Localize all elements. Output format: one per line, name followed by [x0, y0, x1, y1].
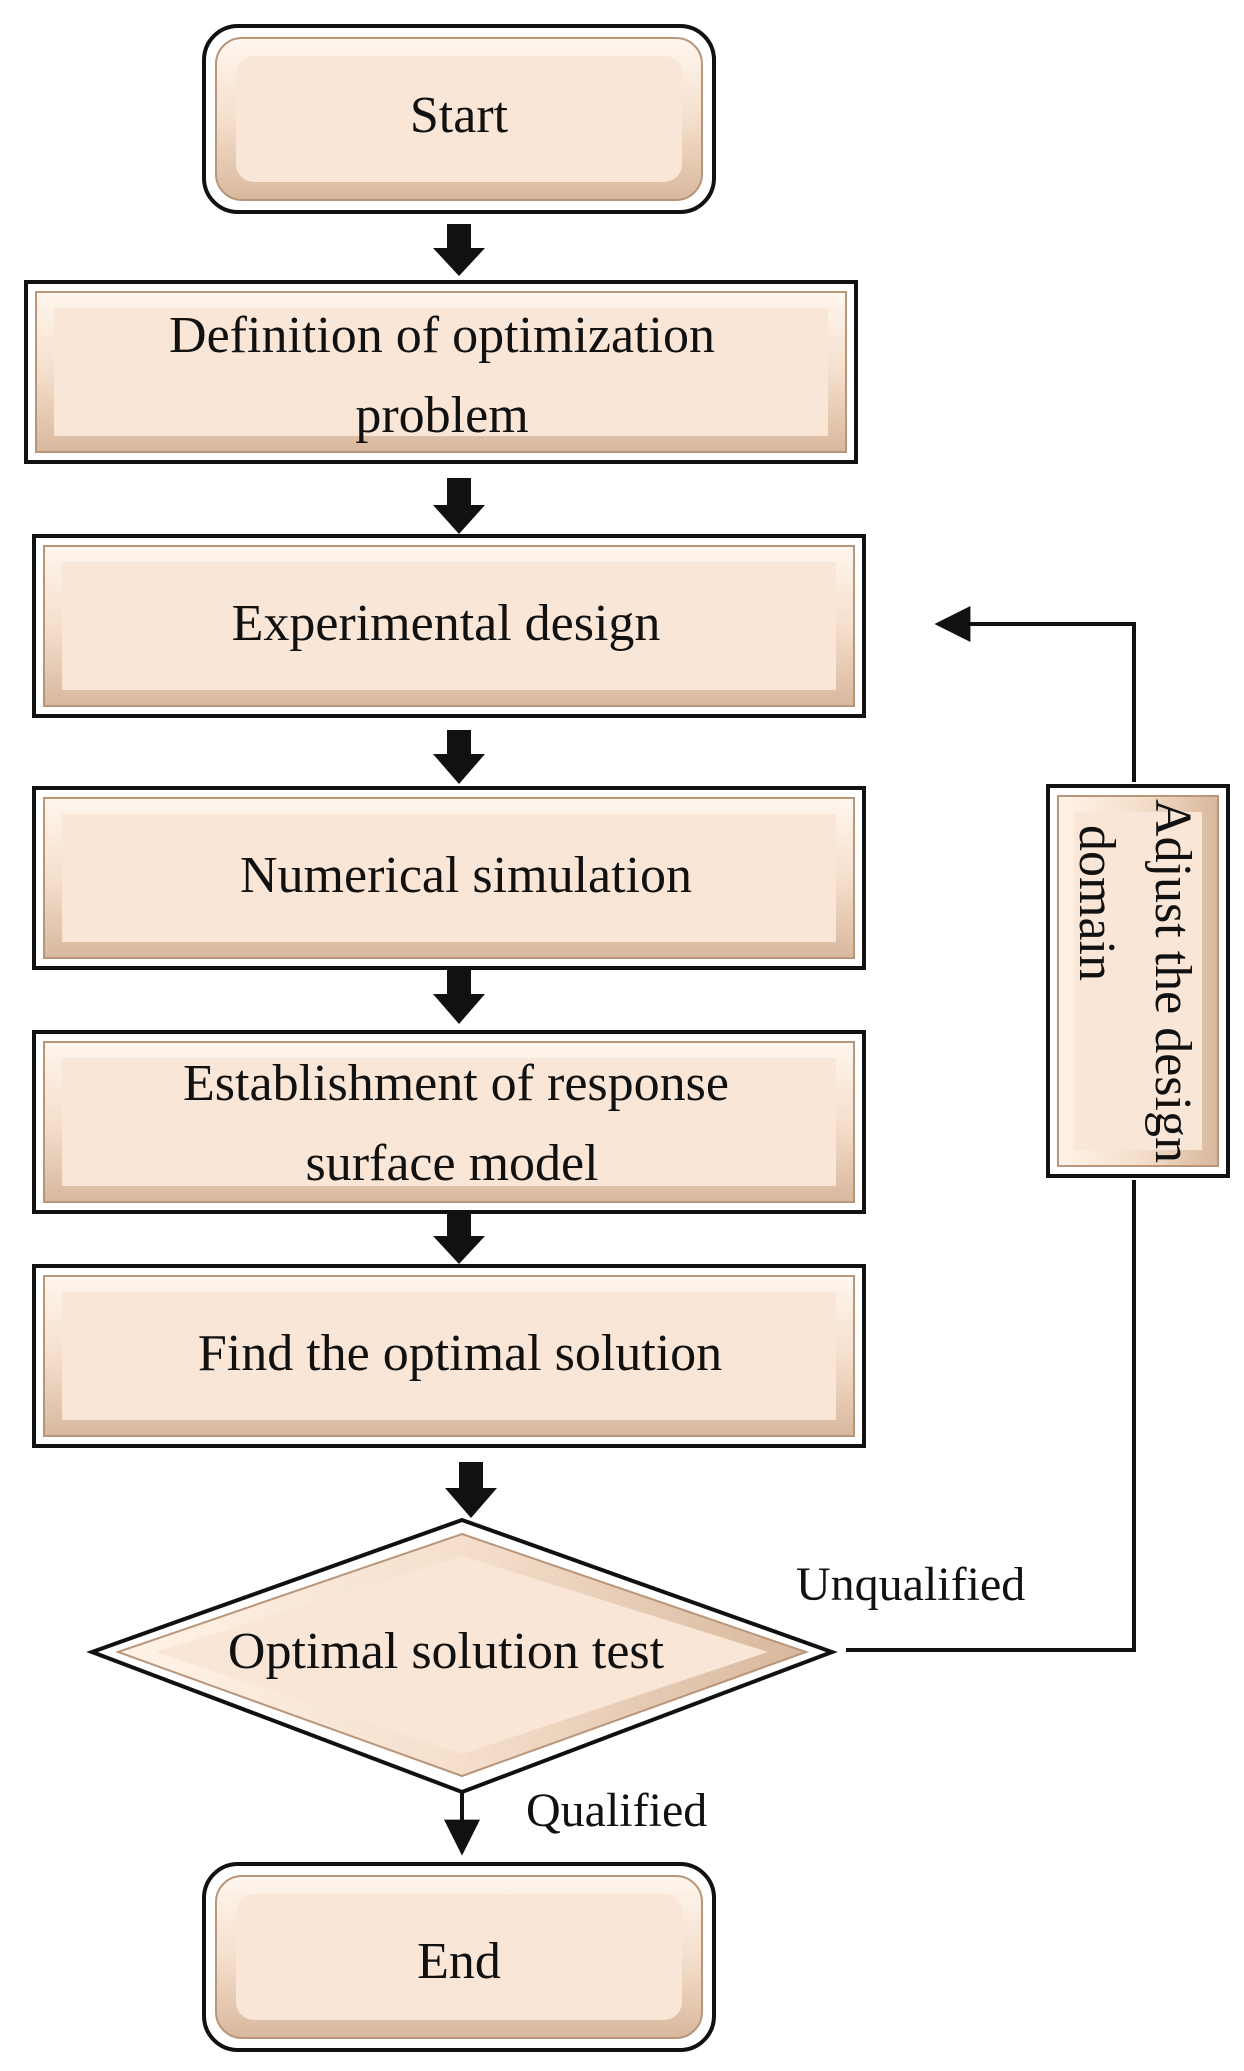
arrow-establishment-to-find: [433, 1214, 485, 1264]
establishment-node: Establishment of response surface model: [32, 1030, 866, 1214]
experimental-design-label: Experimental design: [232, 595, 661, 652]
adjust-design-domain-label-line1: Adjust the design: [1144, 799, 1201, 1163]
start-label: Start: [410, 87, 509, 144]
loop-unqualified-path: [846, 606, 1136, 1652]
definition-label-line1: Definition of optimization: [169, 307, 715, 364]
numerical-simulation-node: Numerical simulation: [32, 786, 866, 970]
arrow-numerical-to-establishment: [433, 970, 485, 1024]
optimal-solution-test-node: Optimal solution test: [86, 1517, 838, 1795]
end-label: End: [417, 1933, 501, 1990]
optimal-solution-test-label: Optimal solution test: [228, 1623, 665, 1680]
arrow-find-to-test: [445, 1462, 497, 1518]
establishment-label-line2: surface model: [305, 1135, 598, 1192]
definition-label-line2: problem: [355, 387, 528, 444]
end-node: End: [202, 1862, 716, 2052]
unqualified-label: Unqualified: [796, 1558, 1025, 1611]
start-node: Start: [202, 24, 716, 214]
definition-node: Definition of optimization problem: [24, 280, 858, 464]
find-optimal-solution-node: Find the optimal solution: [32, 1264, 866, 1448]
numerical-simulation-label: Numerical simulation: [240, 847, 692, 904]
arrow-definition-to-experimental: [433, 478, 485, 534]
establishment-label-line1: Establishment of response: [183, 1055, 729, 1112]
adjust-design-domain-label-line2: domain: [1068, 825, 1125, 981]
adjust-design-domain-node: Adjust the design domain: [1046, 784, 1230, 1178]
arrow-experimental-to-numerical: [433, 730, 485, 784]
arrow-start-to-definition: [433, 224, 485, 276]
find-optimal-solution-label: Find the optimal solution: [198, 1325, 722, 1382]
experimental-design-node: Experimental design: [32, 534, 866, 718]
qualified-label: Qualified: [526, 1784, 707, 1837]
